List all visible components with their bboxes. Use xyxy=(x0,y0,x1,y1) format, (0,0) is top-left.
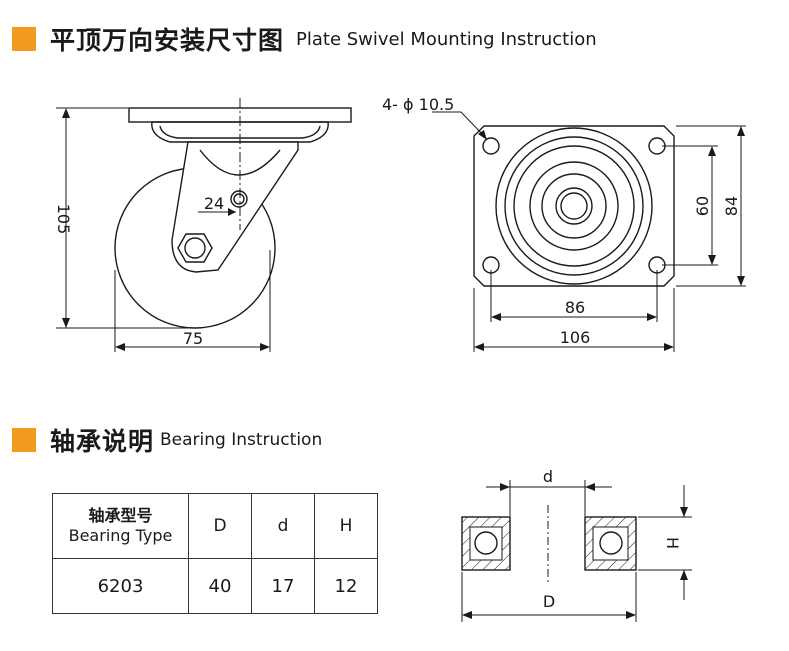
cell-D: 40 xyxy=(188,558,252,614)
table-header-row: 轴承型号 Bearing Type D d H xyxy=(52,493,378,559)
mount-hole xyxy=(482,137,500,155)
mounting-plate xyxy=(473,125,675,287)
header-D: D xyxy=(188,493,252,559)
section-heading-bearing: 轴承说明 Bearing Instruction xyxy=(12,422,322,458)
header-d: d xyxy=(251,493,315,559)
dim-offset: 24 xyxy=(204,194,224,213)
dim-hole: 4- ϕ 10.5 xyxy=(382,95,454,114)
heading-cn: 轴承说明 xyxy=(50,427,155,456)
section-heading-mounting: 平顶万向安装尺寸图 Plate Swivel Mounting Instruct… xyxy=(12,21,597,57)
fork xyxy=(171,141,299,273)
ball xyxy=(599,531,623,555)
dim-outer-height: 84 xyxy=(722,196,741,216)
bearing-table: 轴承型号 Bearing Type D d H 6203 40 17 12 xyxy=(52,493,378,614)
center-hub xyxy=(555,187,593,225)
dim-outer-width: 106 xyxy=(560,328,591,347)
header-H: H xyxy=(314,493,378,559)
cell-d: 17 xyxy=(251,558,315,614)
table-row: 6203 40 17 12 xyxy=(52,558,378,614)
axle-nut xyxy=(177,233,213,263)
orange-square-icon xyxy=(12,428,36,452)
dim-bore: d xyxy=(543,467,553,486)
ball xyxy=(474,531,498,555)
cell-model: 6203 xyxy=(52,558,189,614)
heading-cn: 平顶万向安装尺寸图 xyxy=(50,26,285,55)
dim-inner-width: 86 xyxy=(565,298,585,317)
dim-outer-diameter: D xyxy=(543,592,555,611)
dim-height: 105 xyxy=(54,204,73,235)
header-model: 轴承型号 Bearing Type xyxy=(52,493,189,559)
bearing-section xyxy=(461,516,637,571)
dim-thickness: H xyxy=(663,537,682,549)
cell-H: 12 xyxy=(314,558,378,614)
race-outer xyxy=(495,127,653,285)
heading-en: Plate Swivel Mounting Instruction xyxy=(296,28,597,50)
orange-square-icon xyxy=(12,27,36,51)
dim-inner-height: 60 xyxy=(693,196,712,216)
swivel-housing xyxy=(151,121,329,143)
dim-width: 75 xyxy=(183,329,203,348)
heading-en: Bearing Instruction xyxy=(160,430,323,450)
